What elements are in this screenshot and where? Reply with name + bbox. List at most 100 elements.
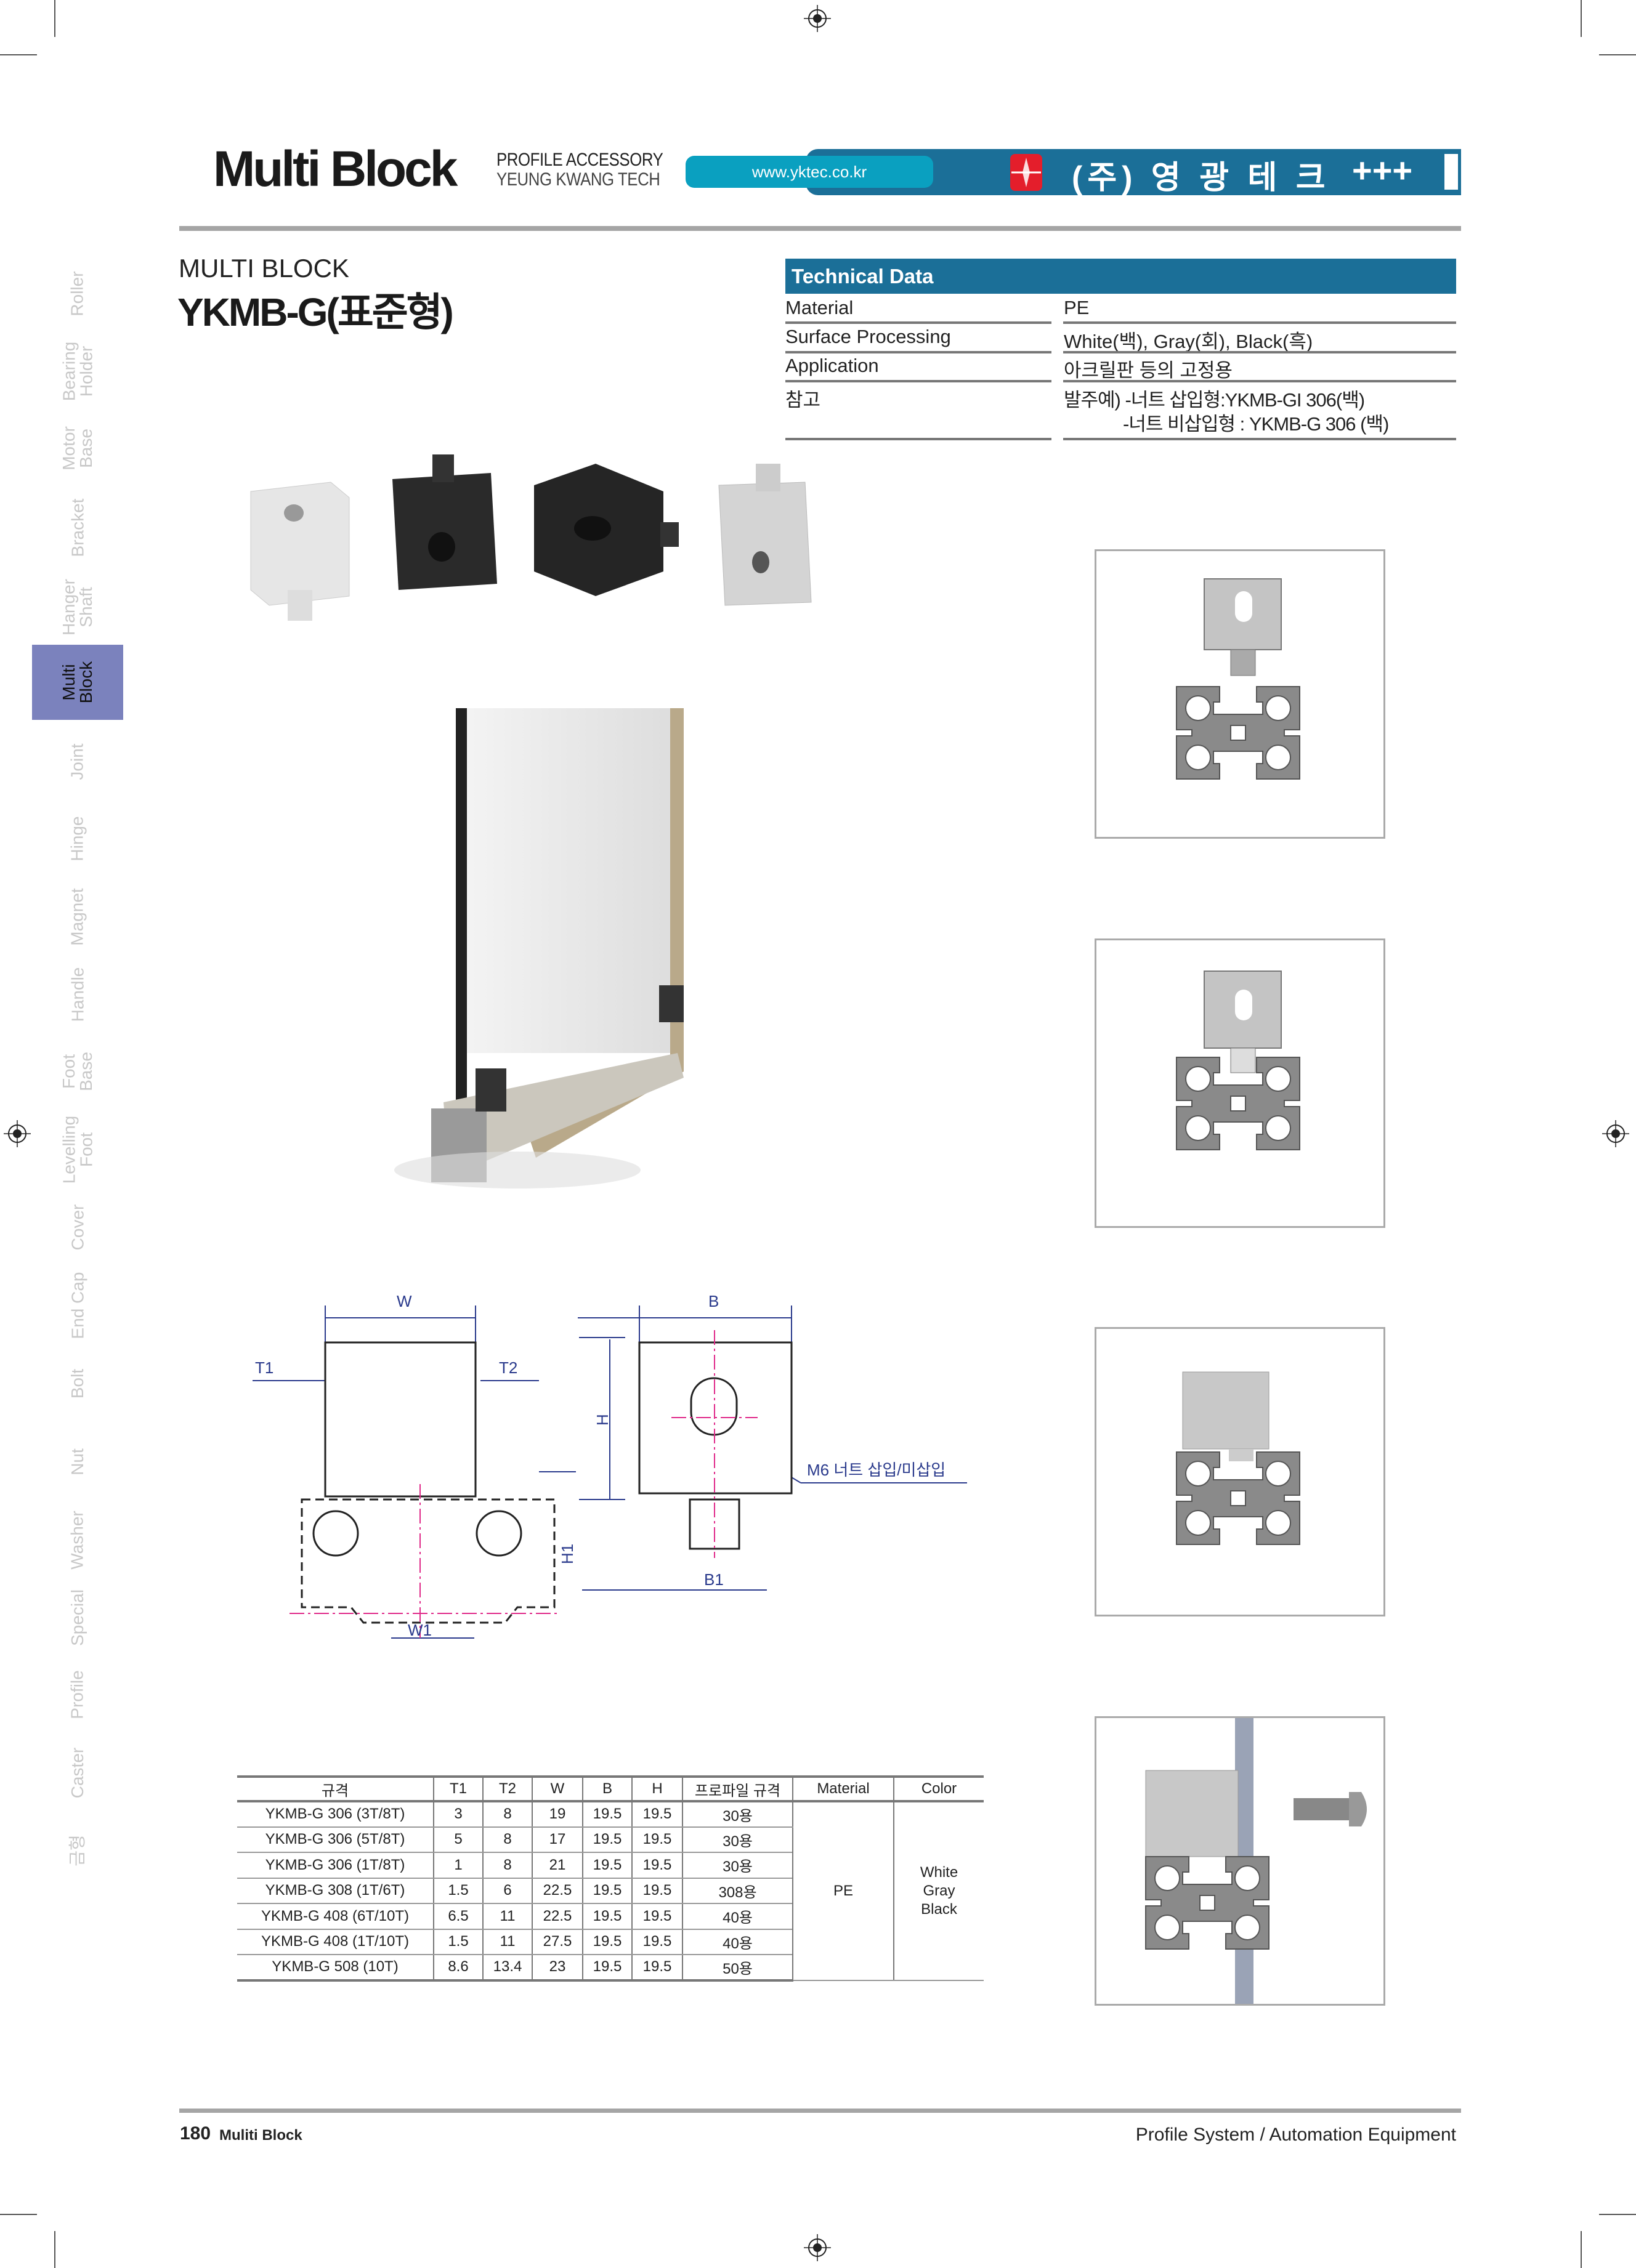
product-model: YKMB-G(표준형) (177, 290, 454, 334)
table-cell: 19.5 (582, 1852, 632, 1879)
divider (785, 351, 1051, 353)
sidebar-item[interactable]: Levelling Foot (32, 1115, 123, 1184)
sidebar-item-label: Bolt (68, 1368, 87, 1399)
column-header: W (532, 1775, 583, 1802)
sidebar-item-label: Washer (68, 1510, 87, 1570)
table-cell: 11 (482, 1903, 532, 1930)
sidebar-item-label: Foot Base (59, 1051, 95, 1091)
sidebar-item-label: Bracket (68, 498, 87, 557)
table-cell: YKMB-G 408 (6T/10T) (237, 1903, 434, 1930)
sidebar-item[interactable]: Bracket (32, 494, 123, 562)
table-cell: 1.5 (433, 1878, 483, 1904)
table-cell: YKMB-G 306 (3T/8T) (237, 1801, 434, 1828)
product-photos (250, 454, 812, 621)
sidebar-item[interactable]: Caster (32, 1739, 123, 1807)
table-cell: YKMB-G 308 (1T/6T) (237, 1878, 434, 1904)
table-cell: 40용 (682, 1929, 793, 1955)
crop-mark (1599, 54, 1636, 55)
sidebar-item[interactable]: Multi Block (32, 645, 123, 720)
table-cell: 1.5 (433, 1929, 483, 1955)
divider (1063, 321, 1456, 324)
dim-H: H (593, 1414, 612, 1426)
sidebar-item[interactable]: Magnet (32, 883, 123, 951)
divider (785, 380, 1051, 382)
td-label-material: Material (785, 297, 854, 318)
dim-H1: H1 (558, 1544, 577, 1564)
technical-data-header: Technical Data (785, 259, 1456, 294)
company-logo-icon (1010, 154, 1042, 191)
black-block-image (392, 454, 497, 590)
column-header: T1 (433, 1775, 483, 1802)
td-label-note: 참고 (785, 389, 821, 411)
sidebar-item-label: End Cap (68, 1272, 87, 1339)
dim-note: M6 너트 삽입/미삽입 (807, 1461, 946, 1479)
sidebar-item[interactable]: Special (32, 1584, 123, 1652)
sidebar-item[interactable]: Roller (32, 260, 123, 328)
table-cell: 13.4 (482, 1955, 532, 1982)
profile-mounting-diagram (1095, 1716, 1385, 2008)
sidebar-item-label: Multi Block (59, 661, 95, 704)
profile-mounting-diagram (1095, 549, 1385, 839)
company-name: (주) 영 광 테 크 (1072, 160, 1330, 196)
product-category: MULTI BLOCK (179, 254, 349, 283)
table-cell: YKMB-G 508 (10T) (237, 1955, 434, 1982)
table-cell: 30용 (682, 1801, 793, 1828)
crop-mark (1581, 0, 1582, 37)
subtitle-line: PROFILE ACCESSORY (496, 150, 663, 170)
sidebar-item-label: Magnet (68, 887, 87, 946)
sidebar-item-label: Joint (68, 743, 87, 780)
table-cell: 17 (532, 1826, 583, 1853)
sidebar-item[interactable]: Bolt (32, 1350, 123, 1418)
dim-W1: W1 (408, 1621, 432, 1639)
sidebar-item-label: 금형 (68, 1834, 87, 1867)
sidebar-item[interactable]: Handle (32, 961, 123, 1028)
table-cell: 19.5 (631, 1801, 682, 1828)
band-end-marker (1444, 154, 1458, 190)
sidebar-item[interactable]: Profile (32, 1661, 123, 1729)
dim-B1: B1 (704, 1570, 724, 1589)
td-label-application: Application (785, 355, 879, 376)
table-cell: 23 (532, 1955, 583, 1982)
column-header: Material (792, 1775, 894, 1802)
sidebar-item-label: Hinge (67, 816, 87, 862)
sidebar-item[interactable]: Joint (32, 728, 123, 796)
website-link[interactable]: www.yktec.co.kr (686, 156, 933, 188)
profile-mounting-diagram (1095, 1327, 1385, 1616)
crop-mark (1581, 2231, 1582, 2268)
crop-mark (54, 2231, 55, 2268)
sidebar-item[interactable]: End Cap (32, 1272, 123, 1339)
table-cell: 50용 (682, 1955, 793, 1982)
sidebar-item[interactable]: Cover (32, 1193, 123, 1261)
page-number: 180 (180, 2123, 211, 2144)
table-cell: 8.6 (433, 1955, 483, 1982)
table-cell: 3 (433, 1801, 483, 1828)
td-value-note: 발주예) -너트 삽입형:YKMB-GI 306(백) (1064, 389, 1365, 411)
column-header: Color (893, 1775, 984, 1802)
table-cell: 21 (532, 1852, 583, 1879)
black-block-image (534, 464, 679, 596)
sidebar-item[interactable]: Hinge (32, 805, 123, 873)
table-cell: 8 (482, 1801, 532, 1828)
sidebar-item[interactable]: 금형 (32, 1817, 123, 1884)
sidebar-item[interactable]: Bearing Holder (32, 337, 123, 405)
column-header: H (631, 1775, 682, 1802)
sidebar-item[interactable]: Nut (32, 1428, 123, 1496)
dim-W: W (397, 1292, 412, 1310)
sidebar-item[interactable]: Foot Base (32, 1038, 123, 1105)
sidebar-item[interactable]: Hanger Shaft (32, 573, 123, 641)
sidebar-item[interactable]: Motor Base (32, 414, 123, 482)
td-label-surface: Surface Processing (785, 326, 951, 347)
table-cell: 22.5 (532, 1903, 583, 1930)
td-value-note-2: -너트 비삽입형 : YKMB-G 306 (백) (1123, 413, 1389, 435)
sidebar-item-label: Special (68, 1589, 87, 1647)
crop-mark (0, 2214, 37, 2215)
sidebar-item[interactable]: Washer (32, 1506, 123, 1574)
table-cell: YKMB-G 306 (1T/8T) (237, 1852, 434, 1879)
column-header: B (582, 1775, 632, 1802)
